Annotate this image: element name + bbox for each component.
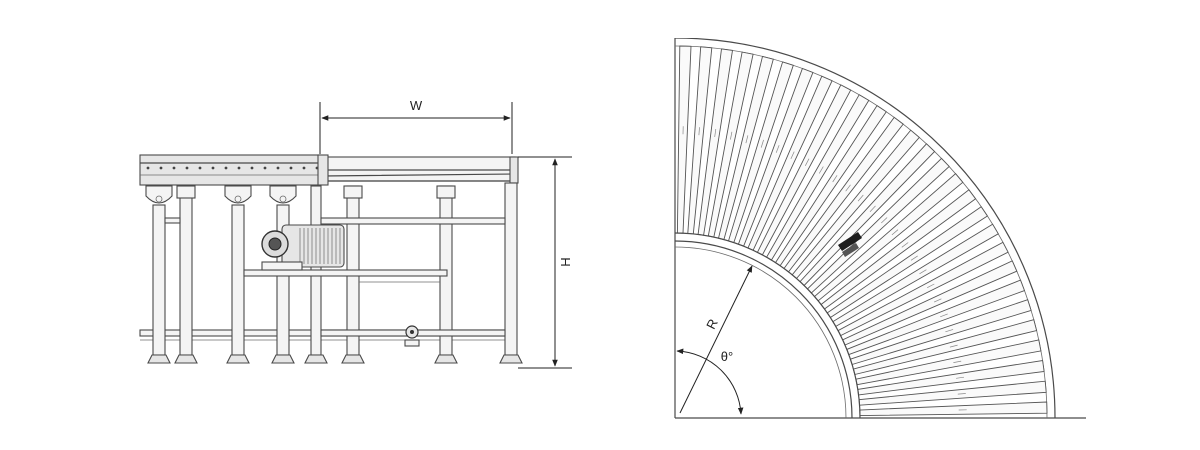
roller-end-dot: [146, 166, 150, 170]
right-roller-bed: [317, 154, 519, 186]
height-label: H: [558, 257, 573, 266]
roller-axle-mark: [933, 298, 942, 303]
outer-frame: [675, 38, 1056, 418]
height-dimension: H: [518, 156, 573, 369]
roller-set: [676, 45, 1048, 417]
bearing-blocks: [145, 185, 297, 204]
roller-axle-mark: [949, 344, 958, 348]
leg-brackets: [176, 185, 456, 199]
roller-end-dot: [276, 166, 280, 170]
roller-axle-mark: [790, 151, 795, 160]
roller-end-dot: [211, 166, 215, 170]
inner-frame-rail: [675, 240, 853, 418]
drive-motor: [261, 224, 345, 271]
roller-axle-mark: [730, 131, 733, 140]
roller-axle-mark: [775, 145, 780, 153]
leveling-feet: [147, 354, 523, 364]
roller-end-dot: [250, 166, 254, 170]
radius-label: R: [703, 316, 721, 331]
width-label: W: [410, 98, 423, 113]
roller-axle-mark: [919, 269, 927, 275]
roller-axle-mark: [956, 376, 965, 379]
angle-label: θ°: [721, 349, 733, 364]
roller-axle-mark: [832, 175, 838, 183]
roller-end-dot: [198, 166, 202, 170]
roller-axle-mark: [891, 229, 899, 236]
roller-end-dot: [172, 166, 176, 170]
roller-axle-mark: [857, 194, 864, 202]
roller-axle-mark: [760, 139, 764, 148]
drive-chain: [838, 232, 862, 257]
roller-axle-mark: [927, 283, 935, 289]
roller-axle-mark: [910, 255, 918, 261]
outer-frame-inner: [675, 45, 1048, 418]
base-sprocket: [404, 325, 420, 347]
inner-frame: [675, 232, 861, 418]
angle-dimension: θ°: [676, 348, 744, 415]
radius-dimension: R: [679, 265, 753, 414]
roller-axle-mark: [953, 360, 962, 363]
roller-axle-mark: [714, 128, 717, 137]
roller-end-dot: [185, 166, 189, 170]
roller-end-dot: [263, 166, 267, 170]
roller-axle-mark: [869, 205, 876, 212]
left-roller-bed: [139, 154, 321, 186]
roller-axle-mark: [845, 184, 851, 192]
roller-axle-mark: [745, 135, 749, 144]
roller-end-dot: [289, 166, 293, 170]
roller-end-dot: [302, 166, 306, 170]
roller-axle-mark: [940, 313, 948, 318]
roller-axle-mark: [881, 217, 888, 224]
roller-axle-mark: [945, 329, 954, 333]
roller-axle-mark: [698, 127, 700, 136]
roller: [859, 401, 1048, 417]
roller-axle-mark: [818, 166, 824, 174]
support-legs: [152, 182, 518, 356]
roller-end-dot: [224, 166, 228, 170]
width-dimension: W: [319, 98, 513, 154]
inner-frame-edge: [675, 246, 847, 418]
roller-axle-mark: [957, 393, 966, 395]
roller-end-dot: [237, 166, 241, 170]
roller-axle-mark: [901, 242, 909, 248]
roller: [676, 45, 692, 234]
side-view: W H: [139, 98, 573, 369]
roller-end-dot: [159, 166, 163, 170]
roller-axle-mark: [804, 158, 810, 166]
top-view: R θ°: [674, 38, 1086, 419]
